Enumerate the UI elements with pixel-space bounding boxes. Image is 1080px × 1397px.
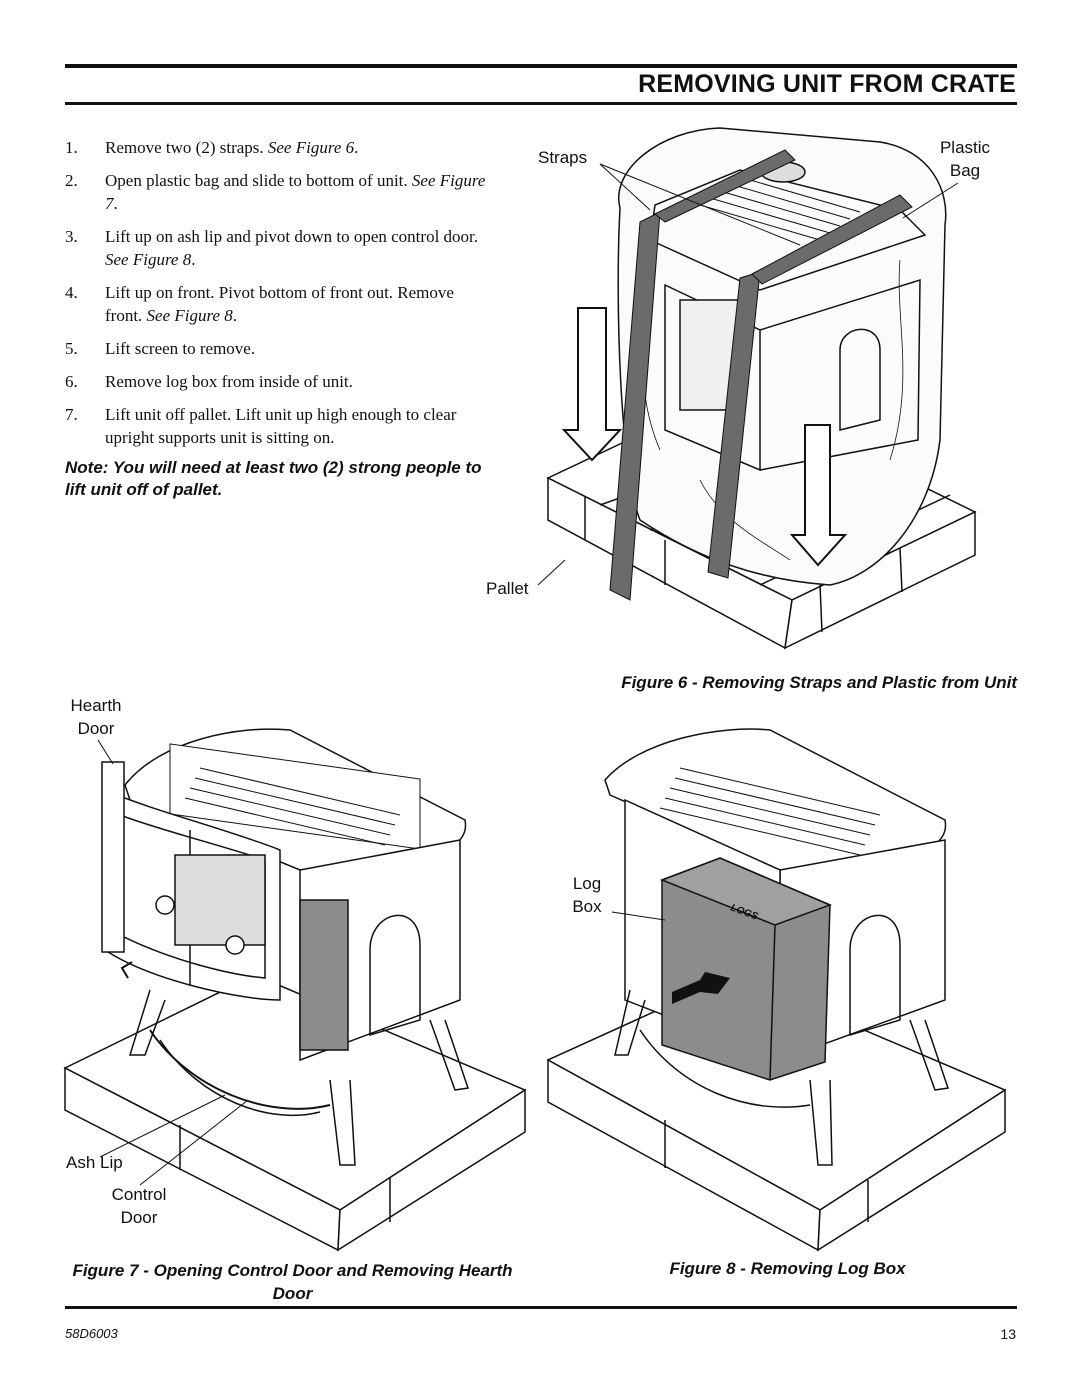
step-item: 5.Lift screen to remove. [65,339,256,358]
page-title: REMOVING UNIT FROM CRATE [638,70,1016,98]
step-item: 2.Open plastic bag and slide to bottom o… [65,171,486,213]
header-top-rule [65,64,1017,68]
step-item: 6.Remove log box from inside of unit. [65,372,353,391]
footer-rule [65,1306,1017,1309]
figure6-caption: Figure 6 - Removing Straps and Plastic f… [621,673,1017,692]
step-item: 4.Lift up on front. Pivot bottom of fron… [65,283,454,325]
hearth-door-label: Hearth Door [70,696,122,738]
instruction-steps: 1.Remove two (2) straps. See Figure 6. 2… [65,136,495,459]
safety-note: Note: You will need at least two (2) str… [65,458,482,499]
control-door-label: Control Door [111,1185,167,1227]
ash-lip-label: Ash Lip [66,1153,123,1172]
figure7-stove-open-door-illustration [63,728,527,1252]
page-number: 13 [1000,1326,1016,1342]
log-box-label: Log Box [572,874,602,916]
document-code: 58D6003 [65,1326,118,1341]
figure7-caption: Figure 7 - Opening Control Door and Remo… [72,1261,513,1303]
figure6-crated-stove-illustration [537,127,977,650]
figure8-caption: Figure 8 - Removing Log Box [669,1259,906,1278]
pallet-label: Pallet [486,579,529,598]
step-item: 7.Lift unit off pallet. Lift unit up hig… [65,405,457,447]
header-bottom-rule [65,102,1017,105]
figure8-stove-log-box-illustration: LOGS [546,728,1007,1252]
step-item: 1.Remove two (2) straps. See Figure 6. [65,138,359,157]
straps-label: Straps [538,148,588,167]
step-item: 3.Lift up on ash lip and pivot down to o… [65,227,479,269]
plastic-bag-label: Plastic Bag [939,138,991,180]
